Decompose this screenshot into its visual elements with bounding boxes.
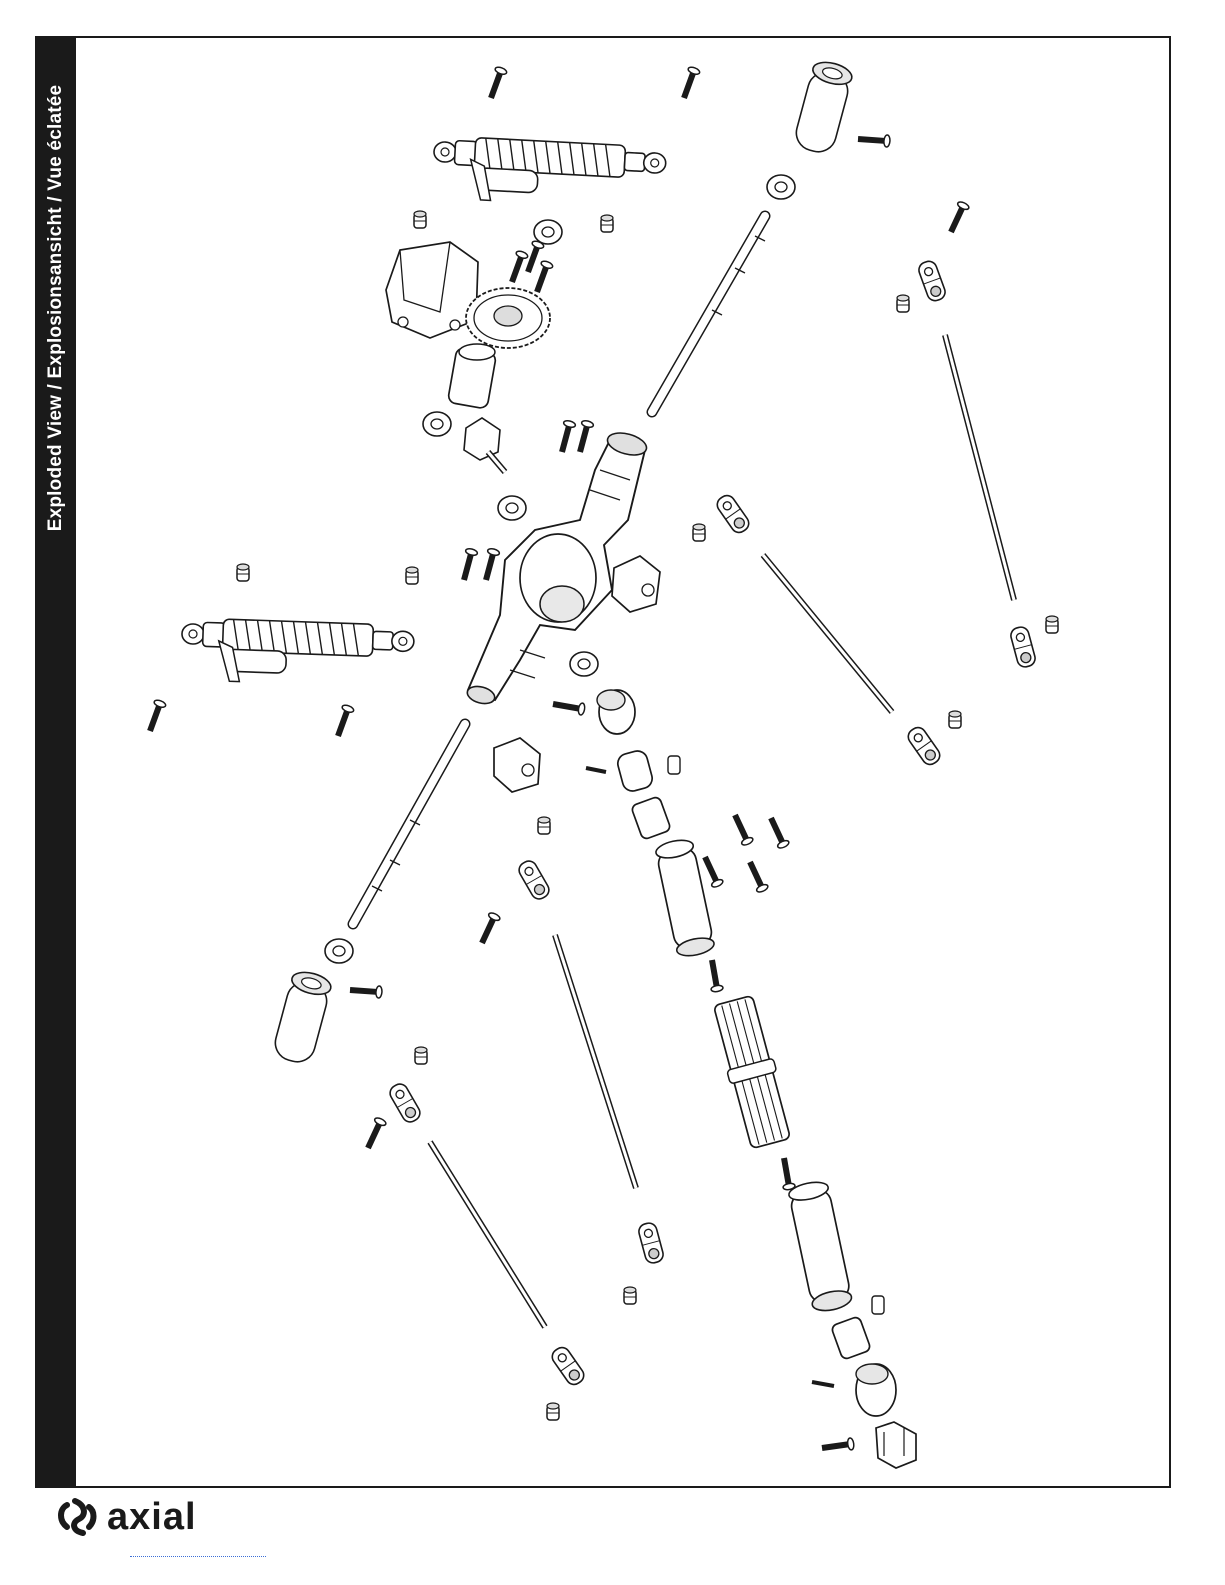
bearing-lower-2 (325, 939, 353, 963)
rod-end-6 (387, 1081, 423, 1125)
bearing-diff-2 (498, 496, 526, 520)
screw-lower-shock-2 (332, 704, 354, 738)
pivot-ball-8 (949, 711, 961, 728)
rod-end-8 (549, 1344, 587, 1387)
screw-lower-shock-1 (144, 699, 166, 733)
driveshaft-yoke (552, 690, 680, 840)
pivot-ball-4 (406, 567, 418, 584)
rod-end-7 (637, 1221, 665, 1264)
screw-driveshaft-small-1 (706, 959, 723, 993)
footer-rule (130, 1556, 266, 1558)
link-rod-lower-middle (555, 935, 636, 1188)
pivot-ball-9 (538, 817, 550, 834)
bearing-top-2 (767, 175, 795, 199)
screw-link-upper-right (946, 200, 970, 234)
screw-top-1 (485, 66, 507, 100)
axle-shaft-upper (652, 216, 765, 412)
link-rod-middle (763, 555, 892, 712)
pivot-ball-11 (624, 1287, 636, 1304)
screw-hub-upper (858, 133, 891, 147)
axle-shaft-lower (353, 724, 465, 924)
knuckle-lower (494, 738, 540, 792)
screw-pair-upper (556, 420, 594, 454)
rod-end-2 (714, 492, 752, 535)
screw-link-lower-left (363, 1116, 387, 1150)
ring-gear (466, 288, 550, 348)
rod-end-5 (516, 858, 552, 902)
screw-pair-middle (458, 548, 500, 582)
screw-hub-lower (350, 984, 383, 998)
pivot-ball-5 (897, 295, 909, 312)
link-rod-lower-left (430, 1142, 545, 1327)
diff-cover (386, 242, 478, 338)
pivot-ball-3 (237, 564, 249, 581)
side-title: Exploded View / Explosionsansicht / Vue … (45, 85, 67, 532)
screw-link-lower-middle (477, 911, 501, 945)
pivot-ball-1 (414, 211, 426, 228)
screw-driveshaft-small-2 (778, 1157, 795, 1191)
brand-logo: axial (55, 1495, 235, 1537)
screw-top-2 (678, 66, 700, 100)
axial-mark-icon (61, 1501, 94, 1533)
rod-end-3 (1009, 625, 1037, 668)
pivot-ball-6 (693, 524, 705, 541)
driveshaft-yoke-lower (812, 1296, 916, 1468)
shock-upper (432, 135, 667, 209)
exploded-view-diagram (76, 38, 1169, 1486)
driveshaft-male (710, 994, 795, 1149)
bearing-diff-1 (423, 412, 451, 436)
pivot-ball-12 (547, 1403, 559, 1420)
hub-upper (792, 59, 854, 156)
pivot-ball-7 (1046, 616, 1058, 633)
screw-small-cluster (506, 240, 553, 294)
input-shaft (447, 344, 496, 409)
bearing-top-1 (534, 220, 562, 244)
pinion-gear (464, 418, 505, 472)
link-rod-upper-right (945, 335, 1014, 600)
driveshaft-female-lower (787, 1179, 853, 1313)
pivot-ball-10 (415, 1047, 427, 1064)
screw-driveshaft-cluster (700, 812, 790, 893)
shock-lower (180, 618, 414, 688)
rod-end-1 (917, 259, 948, 303)
bearing-lower-1 (570, 652, 598, 676)
hub-lower (271, 969, 333, 1066)
knuckle-upper (612, 556, 660, 612)
driveshaft-female-upper (654, 837, 715, 958)
pivot-ball-2 (601, 215, 613, 232)
rod-end-4 (905, 724, 943, 767)
brand-wordmark: axial (107, 1496, 197, 1537)
